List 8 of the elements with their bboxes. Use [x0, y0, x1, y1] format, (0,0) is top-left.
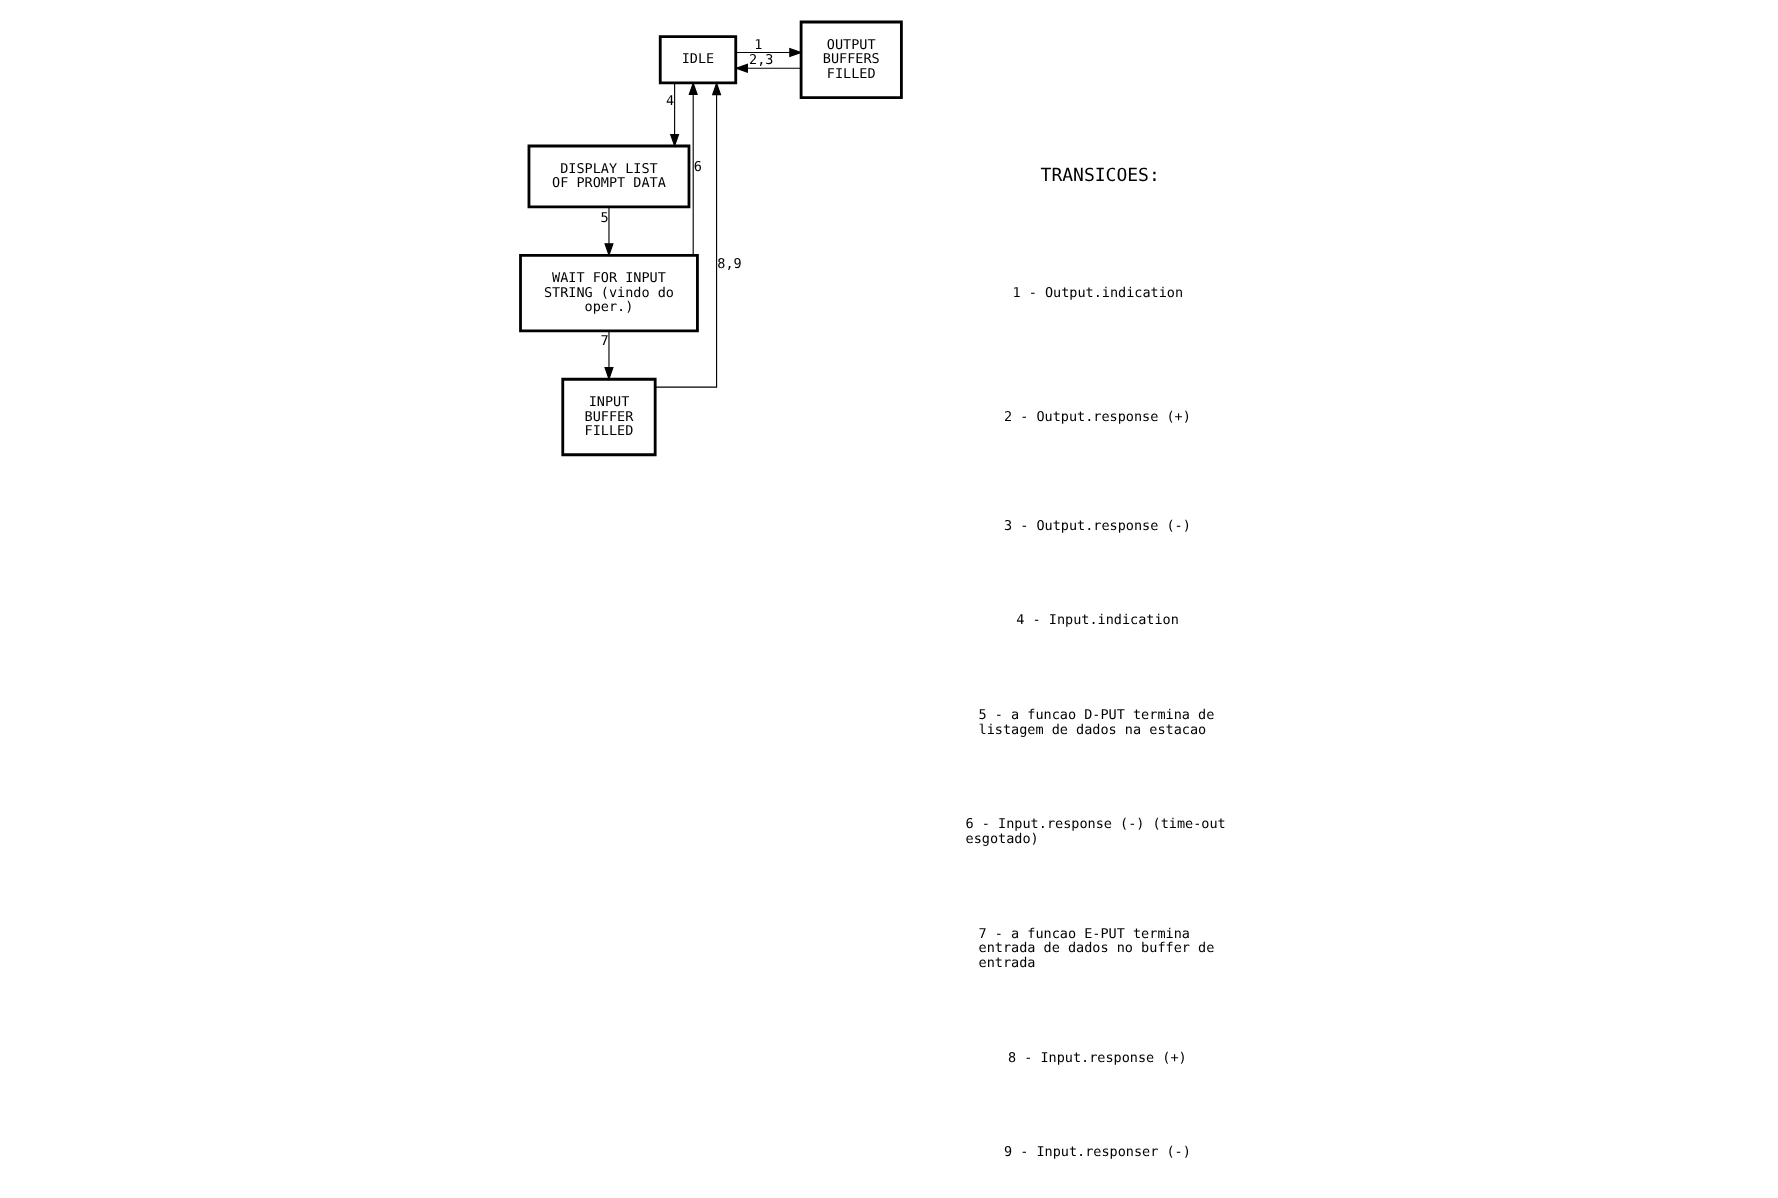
arrow: [604, 330, 614, 381]
arrow: [604, 206, 614, 257]
arrow: [735, 47, 803, 58]
arrow: [669, 82, 680, 148]
arrow: [688, 81, 698, 256]
arrow: [734, 63, 802, 73]
arrow: [654, 81, 722, 388]
label: TRANSICOES:: [1040, 166, 1160, 187]
